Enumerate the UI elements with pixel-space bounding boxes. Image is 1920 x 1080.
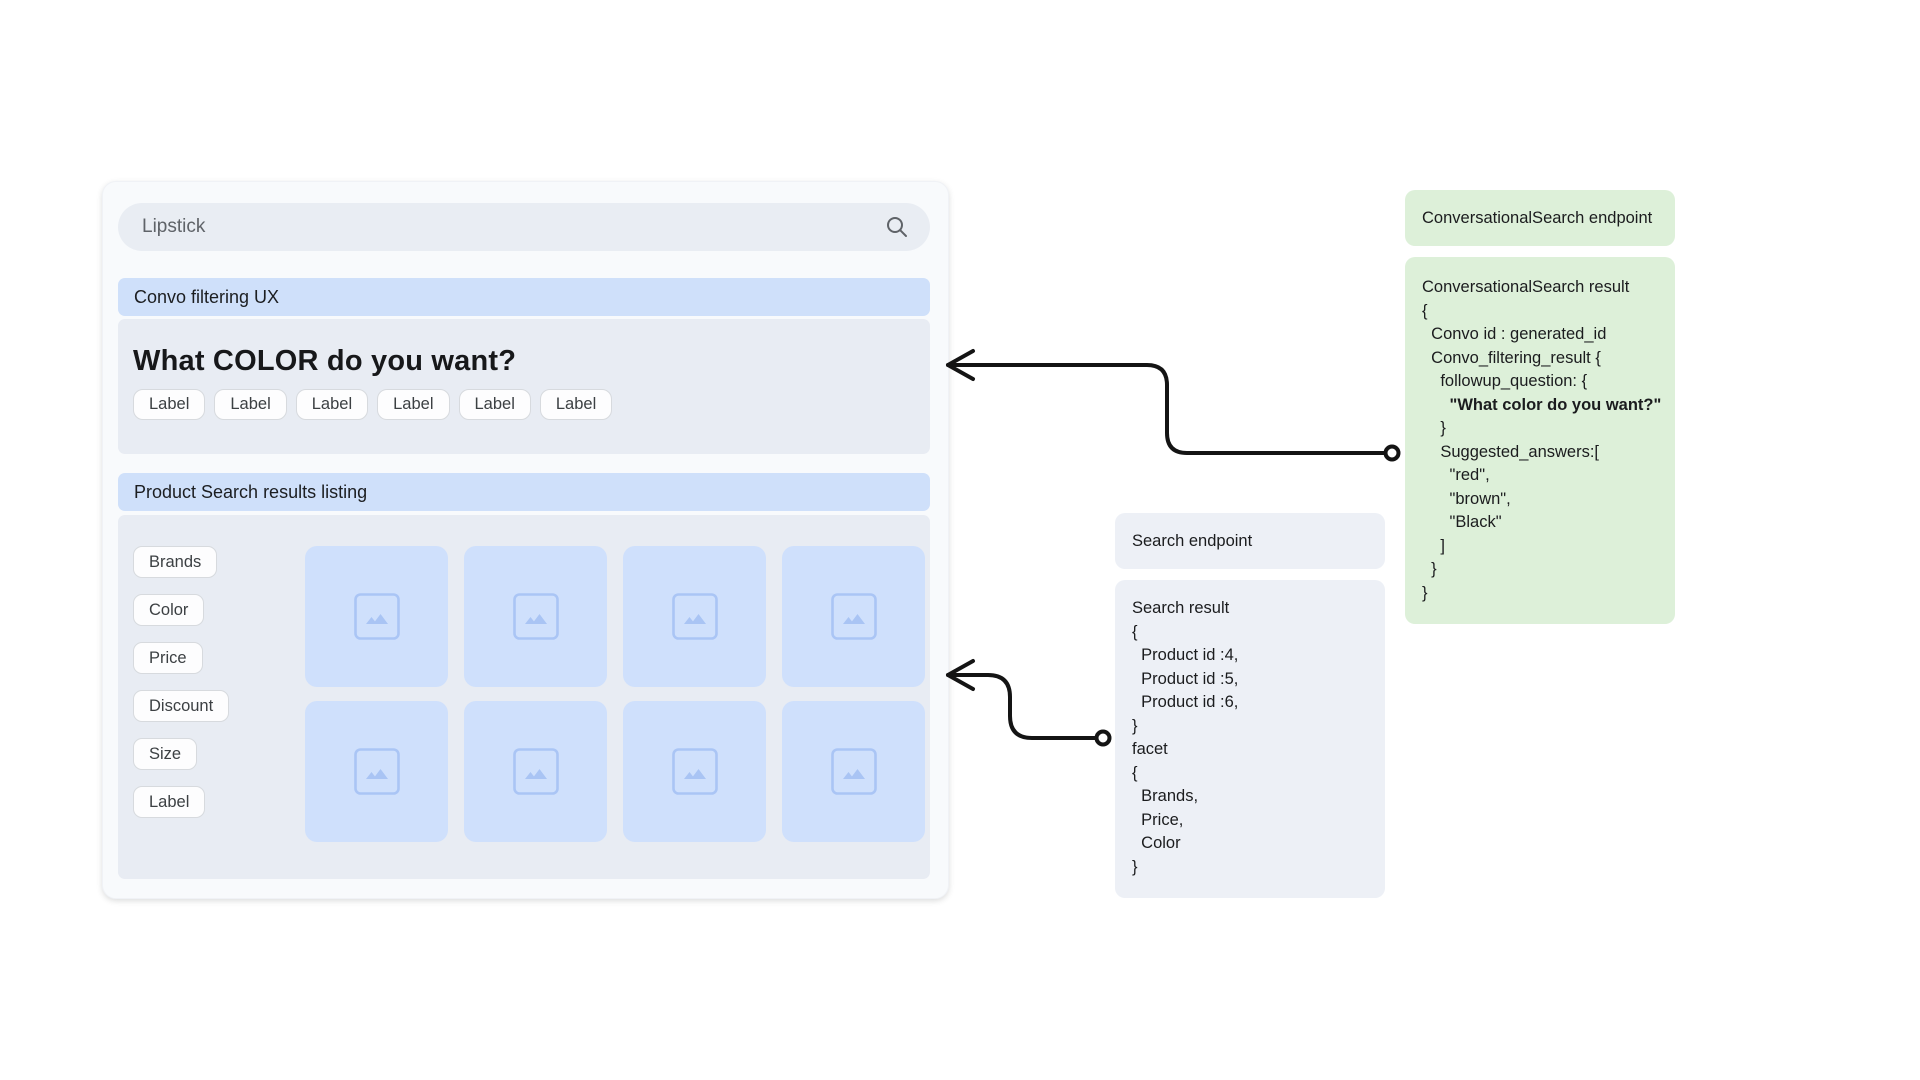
code-line: } xyxy=(1422,583,1428,602)
answer-chip-label: Label xyxy=(311,395,353,413)
answer-chip-label: Label xyxy=(474,395,515,413)
image-placeholder-icon xyxy=(830,593,877,640)
search-ui-mock-card: Lipstick Convo filtering UX What COLOR d… xyxy=(102,181,949,899)
product-card-placeholder[interactable] xyxy=(623,701,766,842)
code-line: Color xyxy=(1132,834,1181,852)
convo-filtering-banner-label: Convo filtering UX xyxy=(134,286,280,307)
convo-endpoint-callout: ConversationalSearch endpoint xyxy=(1405,190,1675,246)
facet-button-size[interactable]: Size xyxy=(133,738,198,770)
search-result-callout: Search result { Product id :4, Product i… xyxy=(1115,580,1385,898)
results-listing-banner: Product Search results listing xyxy=(118,473,930,511)
facet-button-brands[interactable]: Brands xyxy=(133,546,218,578)
image-placeholder-icon xyxy=(512,593,559,640)
product-card-placeholder[interactable] xyxy=(464,546,607,687)
results-listing-banner-label: Product Search results listing xyxy=(134,481,368,502)
answer-chip[interactable]: Label xyxy=(377,389,450,420)
convo-filtering-section xyxy=(118,319,930,454)
answer-chip[interactable]: Label xyxy=(295,389,369,420)
code-line: followup_question: { xyxy=(1422,372,1588,390)
code-line: } xyxy=(1132,857,1138,876)
code-line: facet xyxy=(1132,740,1168,758)
image-placeholder-icon xyxy=(353,748,400,795)
code-line: } xyxy=(1422,419,1446,437)
code-line: Suggested_answers:[ xyxy=(1422,442,1600,461)
convo-endpoint-title: ConversationalSearch endpoint xyxy=(1422,208,1653,227)
facet-button-color[interactable]: Color xyxy=(133,594,205,626)
facet-button-label: Color xyxy=(149,600,189,619)
facet-filter-column: Brands Color Price Discount Size Label xyxy=(133,546,230,818)
code-line: } xyxy=(1422,560,1437,578)
code-line: Convo_filtering_result { xyxy=(1422,348,1601,367)
image-placeholder-icon xyxy=(830,748,877,795)
code-line: Product id :6, xyxy=(1132,693,1239,711)
code-line: Product id :5, xyxy=(1132,669,1239,688)
code-line-followup-question: "What color do you want?" xyxy=(1422,395,1662,414)
convo-filtering-banner: Convo filtering UX xyxy=(118,278,930,316)
search-result-title: Search result xyxy=(1132,599,1230,617)
facet-button-discount[interactable]: Discount xyxy=(133,690,230,722)
facet-button-label: Brands xyxy=(149,552,202,571)
product-card-placeholder[interactable] xyxy=(305,546,448,687)
facet-button-label: Label xyxy=(149,792,190,811)
convo-result-callout: ConversationalSearch result { Convo id :… xyxy=(1405,257,1675,624)
code-line: Product id :4, xyxy=(1132,646,1239,664)
product-card-placeholder[interactable] xyxy=(464,701,607,842)
code-line: ] xyxy=(1422,536,1445,555)
facet-button-price[interactable]: Price xyxy=(133,642,203,674)
search-endpoint-title: Search endpoint xyxy=(1132,531,1253,550)
connector-arrow-convo xyxy=(946,349,1401,462)
search-endpoint-callout: Search endpoint xyxy=(1115,513,1385,569)
code-line: "red", xyxy=(1422,466,1490,484)
answer-chip-label: Label xyxy=(230,395,271,413)
code-line: } xyxy=(1132,716,1138,735)
code-line: { xyxy=(1132,622,1138,641)
search-input[interactable]: Lipstick xyxy=(118,203,930,251)
product-card-placeholder[interactable] xyxy=(305,701,448,842)
facet-button-label: Discount xyxy=(149,696,214,715)
answer-chip-label: Label xyxy=(393,395,434,413)
product-card-placeholder[interactable] xyxy=(782,701,925,842)
code-line: { xyxy=(1422,301,1428,320)
code-line: { xyxy=(1132,763,1138,782)
answer-chip-label: Label xyxy=(555,395,597,413)
image-placeholder-icon xyxy=(671,593,718,640)
code-line: Brands, xyxy=(1132,787,1199,805)
facet-button-label: Size xyxy=(149,744,182,763)
followup-question-heading: What COLOR do you want? xyxy=(133,345,517,377)
image-placeholder-icon xyxy=(353,593,400,640)
product-card-placeholder[interactable] xyxy=(623,546,766,687)
connector-arrow-search xyxy=(946,659,1112,747)
answer-chip-label: Label xyxy=(149,395,190,413)
image-placeholder-icon xyxy=(671,748,718,795)
answer-chip-row: Label Label Label Label Label Label xyxy=(133,389,613,420)
product-card-placeholder[interactable] xyxy=(782,546,925,687)
answer-chip[interactable]: Label xyxy=(539,389,613,420)
product-results-grid xyxy=(305,546,925,842)
code-line: Price, xyxy=(1132,810,1184,829)
code-line: "brown", xyxy=(1422,489,1511,508)
search-query-text: Lipstick xyxy=(142,216,206,237)
facet-button-label: Price xyxy=(149,648,187,667)
facet-button-label[interactable]: Label xyxy=(133,786,206,818)
answer-chip[interactable]: Label xyxy=(458,389,531,420)
search-icon[interactable] xyxy=(884,214,910,240)
code-line: Convo id : generated_id xyxy=(1422,325,1607,343)
answer-chip[interactable]: Label xyxy=(214,389,287,420)
answer-chip[interactable]: Label xyxy=(133,389,206,420)
image-placeholder-icon xyxy=(512,748,559,795)
code-line: "Black" xyxy=(1422,513,1502,531)
convo-result-title: ConversationalSearch result xyxy=(1422,278,1630,296)
